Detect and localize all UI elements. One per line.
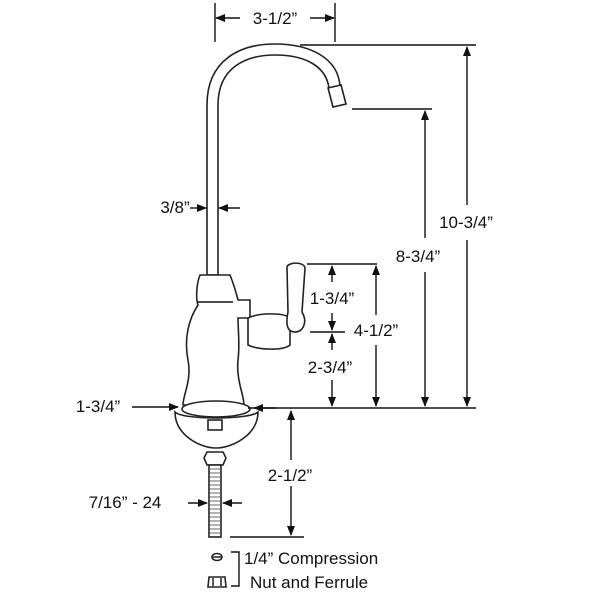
- compression-nut-icon: [207, 576, 227, 588]
- overall-height-label: 10-3/4”: [439, 213, 493, 232]
- handle-hub: [247, 313, 291, 350]
- dimension-base-diameter: 1-3/4”: [76, 397, 276, 416]
- base-ring: [181, 400, 251, 418]
- dimension-spout-reach: 3-1/2”: [214, 3, 336, 42]
- compression-nut-note: 1/4” Compression Nut and Ferrule: [207, 549, 378, 592]
- faucet-body: [182, 274, 251, 406]
- spout-nozzle: [327, 84, 347, 108]
- spout-height-label: 8-3/4”: [396, 247, 441, 266]
- thread-size-label: 7/16” - 24: [89, 493, 162, 512]
- handle-lever: [286, 262, 306, 333]
- handle-length-label: 1-3/4”: [310, 289, 355, 308]
- dimension-spout-diameter: 3/8”: [160, 198, 240, 217]
- shank-nut: [203, 451, 227, 466]
- handle-pivot-height-label: 2-3/4”: [308, 358, 353, 377]
- parts-note-line2: Nut and Ferrule: [250, 573, 368, 592]
- dimension-spout-height: 8-3/4”: [352, 108, 441, 407]
- shank-threads: [209, 468, 221, 534]
- dimension-shank-length: 2-1/2”: [230, 410, 313, 538]
- dimension-handle: 1-3/4” 2-3/4” 4-1/2”: [307, 263, 399, 407]
- faucet-drawing: [174, 43, 347, 538]
- base-stud: [207, 419, 223, 431]
- spout-diameter-label: 3/8”: [160, 198, 190, 217]
- shank-length-label: 2-1/2”: [268, 466, 313, 485]
- dimension-thread-size: 7/16” - 24: [89, 493, 242, 512]
- parts-note-line1: 1/4” Compression: [244, 549, 378, 568]
- spout: [206, 43, 341, 276]
- handle-height-total-label: 4-1/2”: [354, 321, 399, 340]
- base-diameter-label: 1-3/4”: [76, 397, 121, 416]
- spout-reach-label: 3-1/2”: [253, 9, 298, 28]
- bracket: [231, 551, 240, 587]
- dimension-overall-height: 10-3/4”: [300, 44, 493, 407]
